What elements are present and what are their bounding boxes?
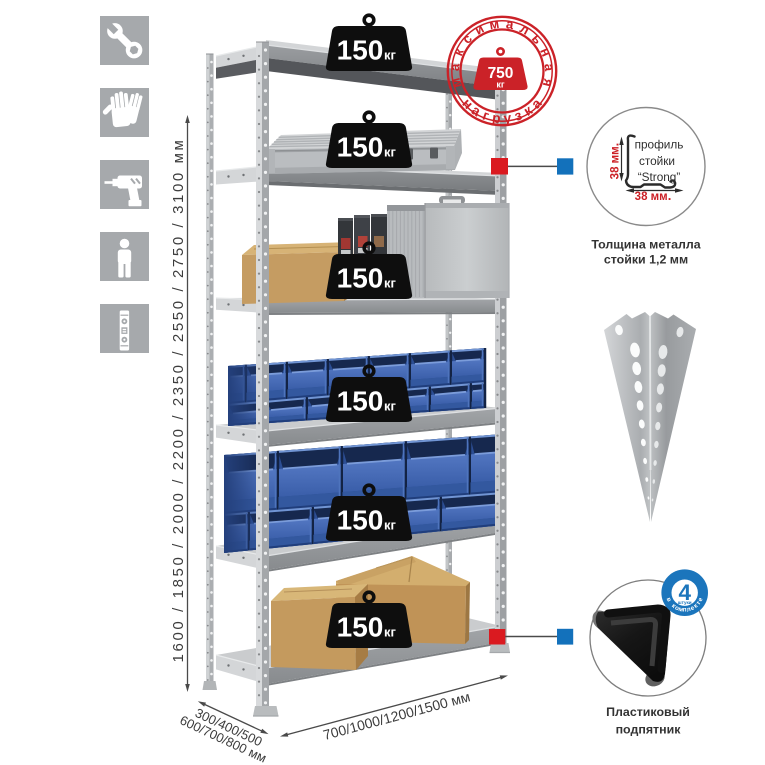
- svg-text:з: з: [512, 107, 524, 123]
- svg-text:а: а: [505, 16, 515, 32]
- svg-text:кг: кг: [384, 48, 397, 63]
- svg-text:а: а: [447, 62, 463, 71]
- svg-text:в: в: [665, 597, 673, 603]
- svg-text:а: а: [542, 63, 558, 72]
- svg-text:1600 / 1850 / 2000 / 2200 / 23: 1600 / 1850 / 2000 / 2200 / 2350 / 2550 …: [170, 138, 187, 663]
- svg-text:Пластиковый: Пластиковый: [606, 705, 690, 719]
- svg-text:р: р: [491, 110, 501, 126]
- svg-text:38 мм.: 38 мм.: [635, 188, 672, 203]
- svg-text:4: 4: [678, 580, 691, 605]
- svg-text:т: т: [695, 600, 702, 607]
- svg-text:п: п: [683, 607, 687, 614]
- svg-text:150: 150: [337, 132, 384, 163]
- svg-text:150: 150: [337, 505, 384, 536]
- svg-text:профиль: профиль: [635, 138, 684, 152]
- svg-text:у: у: [503, 110, 513, 126]
- svg-text:о: о: [674, 604, 681, 612]
- svg-text:штуки: штуки: [678, 600, 692, 605]
- svg-text:кг: кг: [384, 625, 397, 640]
- svg-text:Толщина металла: Толщина металла: [591, 238, 700, 252]
- svg-text:е: е: [689, 604, 696, 612]
- svg-text:кг: кг: [384, 518, 397, 533]
- svg-text:38 мм.: 38 мм.: [607, 143, 622, 180]
- svg-text:подпятник: подпятник: [616, 723, 682, 737]
- svg-text:750: 750: [488, 65, 514, 82]
- svg-text:я: я: [540, 77, 556, 88]
- svg-text:м: м: [678, 606, 684, 614]
- svg-text:“Strong”: “Strong”: [638, 170, 681, 184]
- svg-text:к: к: [670, 602, 678, 610]
- svg-text:кг: кг: [384, 145, 397, 160]
- svg-text:кг: кг: [384, 276, 397, 291]
- svg-text:кг: кг: [496, 80, 505, 90]
- svg-text:150: 150: [337, 35, 384, 66]
- svg-text:г: г: [481, 108, 492, 124]
- svg-text:е: е: [697, 596, 705, 602]
- svg-text:150: 150: [337, 386, 384, 417]
- svg-text:стойки 1,2 мм: стойки 1,2 мм: [604, 253, 688, 267]
- svg-text:стойки: стойки: [639, 154, 675, 168]
- svg-text:л: л: [686, 606, 692, 614]
- svg-text:м: м: [488, 16, 500, 32]
- svg-text:к: к: [692, 602, 700, 610]
- svg-text:кг: кг: [384, 399, 397, 414]
- svg-text:150: 150: [337, 612, 384, 643]
- svg-text:м: м: [448, 76, 465, 89]
- svg-text:150: 150: [337, 263, 384, 294]
